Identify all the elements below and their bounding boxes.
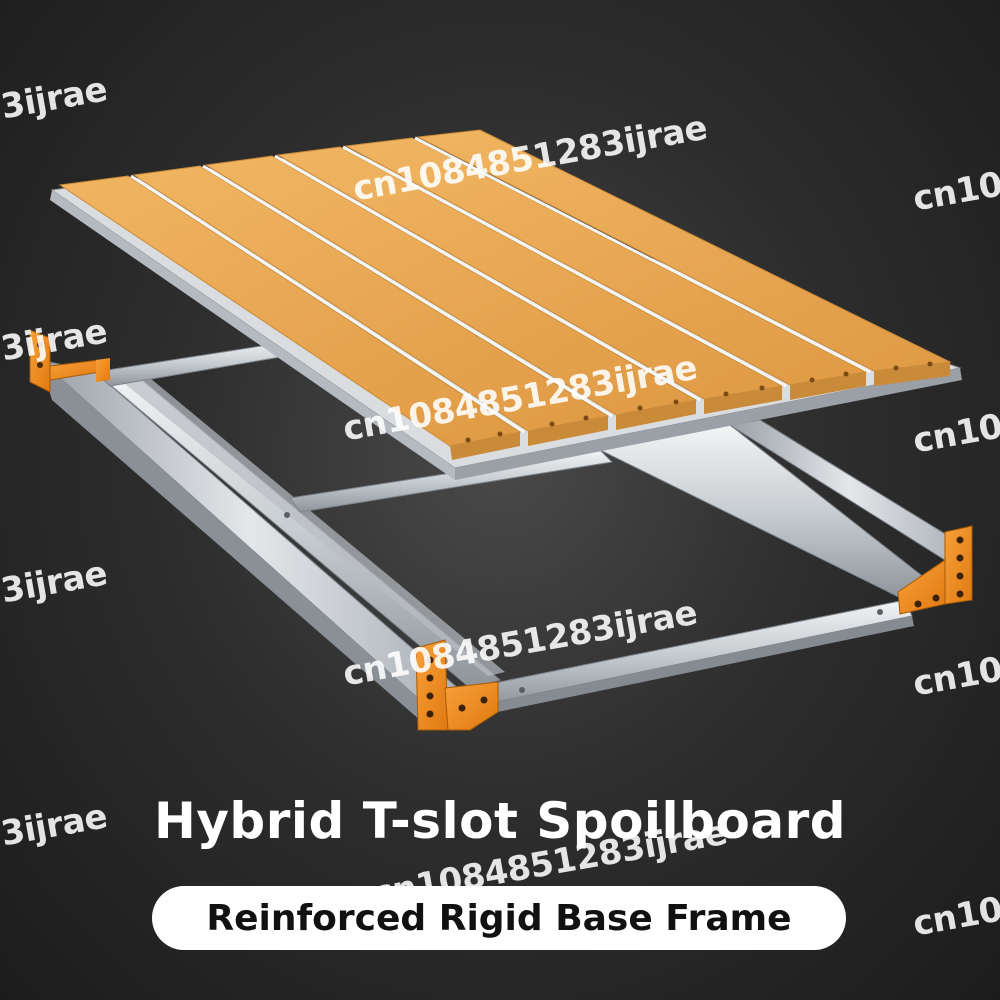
mdf-strip-4 [276,146,784,414]
mdf-strip-6 [416,129,952,386]
corner-bracket-back-right [96,358,110,382]
corner-bracket-back-left [29,329,101,393]
mounting-holes [465,361,933,443]
base-frame [38,339,970,720]
product-subtitle: Reinforced Rigid Base Frame [206,897,792,939]
subtitle-pill: Reinforced Rigid Base Frame [152,886,846,950]
product-title: Hybrid T-slot Spoilboard [153,792,847,850]
t-slot-channels [130,136,871,434]
spoilboard [50,129,962,480]
mdf-strip-2 [132,165,610,446]
corner-bracket-front-left [415,639,499,731]
corner-bracket-front-right [897,525,973,615]
mdf-strip-3 [204,155,698,430]
mdf-strip-5 [344,137,868,400]
mdf-strip-1 [58,175,522,460]
